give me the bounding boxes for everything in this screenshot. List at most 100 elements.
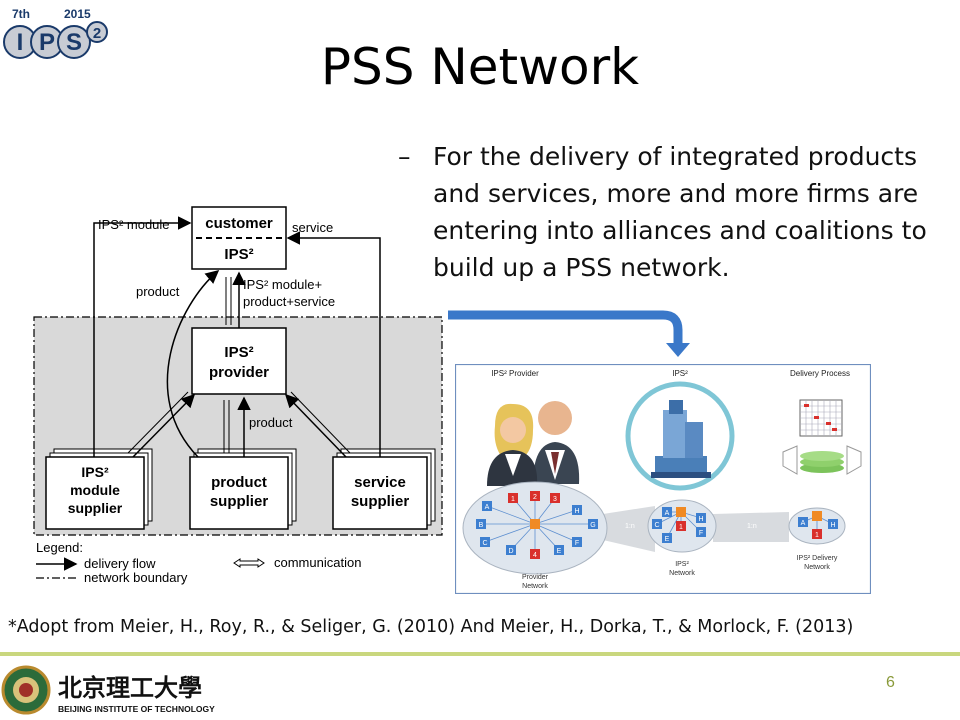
delivery-network-node xyxy=(828,519,838,529)
provider-network-edge xyxy=(534,523,578,543)
ips2-network-figure: IPS² Provider IPS² Delivery Process 1:n … xyxy=(455,364,871,594)
provider-box xyxy=(191,327,287,395)
service-to-provider-arrow xyxy=(284,393,347,458)
ips-network-node xyxy=(662,507,672,517)
provider-network-node xyxy=(506,545,516,555)
ips-network-label-2: Network xyxy=(669,570,695,577)
provider-network-node xyxy=(588,519,598,529)
logo-year: 2015 xyxy=(64,7,91,21)
ips-network-node-label: A xyxy=(665,510,670,517)
bullet-marker: – xyxy=(398,142,411,171)
ips-network-node xyxy=(676,521,686,531)
label-ips-module: IPS² module xyxy=(98,217,170,232)
ips2-logo: 7th 2015 I P S 2 xyxy=(3,7,108,59)
provider-network-node-label: C xyxy=(482,540,487,547)
legend-title: Legend: xyxy=(36,540,83,555)
slide-title: PSS Network xyxy=(320,38,640,96)
provider-network-hub xyxy=(530,519,540,529)
page-number: 6 xyxy=(886,674,895,691)
legend-comm-arrow xyxy=(233,558,265,568)
ips-network-node xyxy=(652,519,662,529)
logo-letter-s: S xyxy=(66,29,82,56)
provider-network-node-label: E xyxy=(557,548,562,555)
provider-network-node-label: A xyxy=(485,504,490,511)
module-arrow xyxy=(93,216,192,457)
head-ips-provider: IPS² Provider xyxy=(491,369,539,378)
module-supplier-box xyxy=(45,456,145,530)
service-supplier-box xyxy=(332,456,428,530)
university-logo: 北京理工大學 BEIJING INSTITUTE OF TECHNOLOGY xyxy=(1,665,215,715)
delivery-network-node-label: 1 xyxy=(815,532,819,539)
provider-network-node-label: B xyxy=(479,522,484,529)
label-product-mid: product xyxy=(249,415,293,430)
provider-network-node xyxy=(572,537,582,547)
label-product-left: product xyxy=(136,284,180,299)
machine-icon xyxy=(625,381,735,491)
head-delivery-process: Delivery Process xyxy=(790,369,850,378)
provider-network-label-2: Network xyxy=(522,583,548,590)
provider-network-node-label: 4 xyxy=(533,552,537,559)
customer-label: customer xyxy=(205,215,273,232)
logo-letter-2: 2 xyxy=(93,25,101,42)
footer-divider xyxy=(0,652,960,656)
delivery-network-node xyxy=(812,529,822,539)
provider-network-node xyxy=(530,549,540,559)
ips-network-node-label: E xyxy=(665,536,670,543)
legend-delivery-label: delivery flow xyxy=(84,556,156,571)
bullet-text: For the delivery of integrated products … xyxy=(433,142,927,282)
product-supplier-label-2: supplier xyxy=(210,493,269,510)
head-ips: IPS² xyxy=(672,369,688,378)
connector-arrow xyxy=(448,310,690,357)
provider-network-node-label: F xyxy=(575,540,579,547)
ips-network-node-label: H xyxy=(698,516,703,523)
provider-network-node-label: 2 xyxy=(533,494,537,501)
provider-label-2: provider xyxy=(209,364,269,381)
ips-network-node xyxy=(662,533,672,543)
delivery-network-label-1: IPS² Delivery xyxy=(797,555,838,562)
provider-network-label-1: Provider xyxy=(522,574,549,581)
ips-network-label-1: IPS² xyxy=(675,561,689,568)
provider-network-node xyxy=(508,493,518,503)
provider-network-edge xyxy=(534,509,578,525)
delivery-network-node-label: A xyxy=(801,520,806,527)
provider-network-edge xyxy=(486,505,536,525)
delivery-network-graph: A H 1 xyxy=(798,511,838,539)
ratio-1: 1:n xyxy=(625,523,635,530)
provider-network-edge xyxy=(484,523,536,543)
provider-network-node xyxy=(554,545,564,555)
logo-letter-i: I xyxy=(17,29,24,56)
ips-network-hub xyxy=(676,507,686,517)
provider-network-node-label: H xyxy=(574,508,579,515)
bullet-point: – For the delivery of integrated product… xyxy=(398,138,953,286)
legend-network-label: network boundary xyxy=(84,570,188,585)
product-supplier-label-1: product xyxy=(211,474,267,491)
module-supplier-label-1: IPS² xyxy=(81,464,109,480)
provider-network-node-label: 3 xyxy=(553,496,557,503)
delivery-network-node-label: H xyxy=(830,522,835,529)
delivery-network-hub xyxy=(812,511,822,521)
provider-network-node xyxy=(482,501,492,511)
customer-ips-label: IPS² xyxy=(224,246,253,263)
logo-letter-p: P xyxy=(39,29,55,56)
product-supplier-box xyxy=(189,456,289,530)
ips-network-node-label: F xyxy=(699,530,703,537)
provider-network-node xyxy=(550,493,560,503)
delivery-process-icon xyxy=(782,399,862,475)
provider-network-node xyxy=(480,537,490,547)
provider-network-node xyxy=(476,519,486,529)
university-english-name: BEIJING INSTITUTE OF TECHNOLOGY xyxy=(58,704,215,714)
service-arrow xyxy=(286,231,381,457)
university-chinese-name: 北京理工大學 xyxy=(58,674,202,702)
logo-edition: 7th xyxy=(12,7,30,21)
service-supplier-label-1: service xyxy=(354,474,406,491)
service-supplier-label-2: supplier xyxy=(351,493,410,510)
legend-comm-label: communication xyxy=(274,555,361,570)
provider-network-node xyxy=(530,491,540,501)
label-module-product-service-1: IPS² module+ xyxy=(243,277,322,292)
delivery-network-label-2: Network xyxy=(804,564,830,571)
provider-network-node-label: D xyxy=(508,548,513,555)
delivery-network-node xyxy=(798,517,808,527)
pss-network-diagram: customer IPS² IPS² provider IPS² module … xyxy=(33,206,443,585)
